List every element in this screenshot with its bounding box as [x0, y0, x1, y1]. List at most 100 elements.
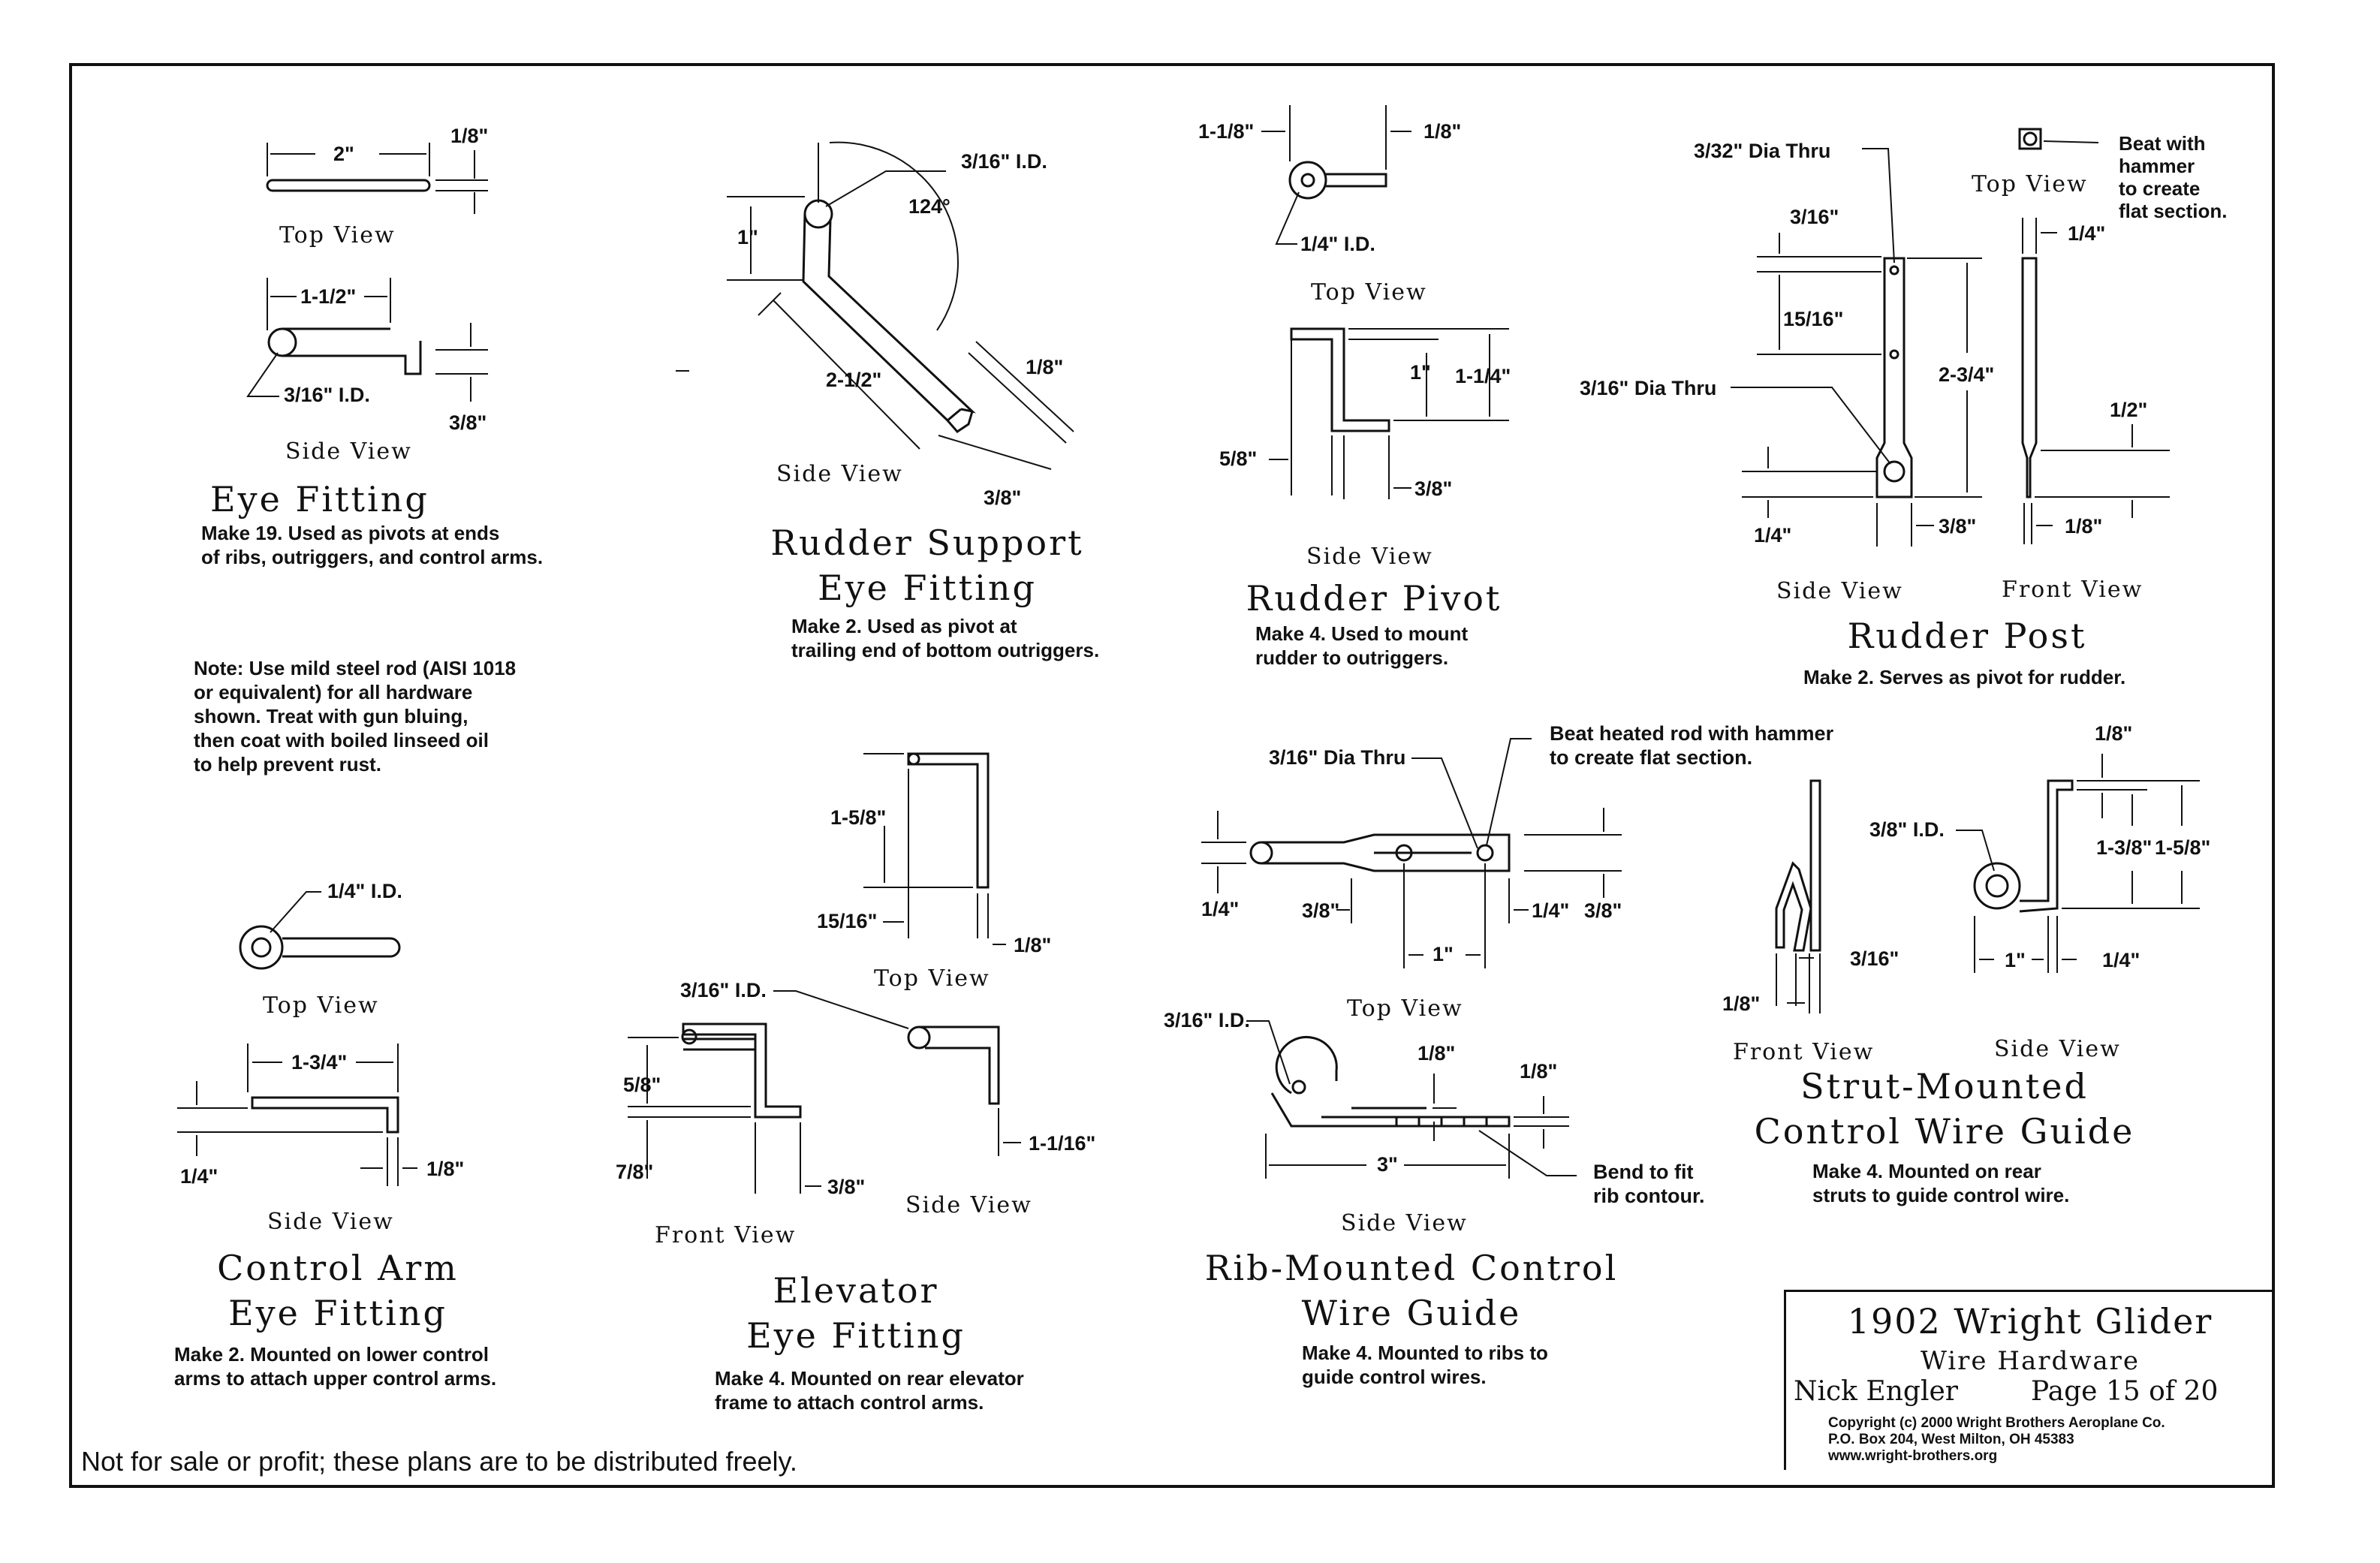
rudder-pivot-top-view-label: Top View: [1311, 279, 1427, 306]
rudder-support-drawing: 124° 3/16" I.D. 1" 2-1/2" 1/8" 3/8": [676, 141, 1074, 509]
eye-fitting-dim-length: 2": [333, 143, 354, 165]
rib-guide-dim-bend-2: rib contour.: [1593, 1185, 1705, 1207]
rudder-post-dim-spacing: 15/16": [1783, 308, 1843, 330]
rudder-pivot-dim-leg: 3/8": [1414, 477, 1452, 500]
rudder-post-note: Make 2. Serves as pivot for rudder.: [1803, 666, 2126, 688]
elevator-dim-offset: 15/16": [817, 910, 877, 932]
rudder-pivot-dim-eye: 1-1/8": [1198, 120, 1254, 143]
elevator-drawing: 1-5/8" 15/16" 1/8" 5/8" 7/8" 3/8" 3/16" …: [616, 752, 1095, 1198]
footer-disclaimer: Not for sale or profit; these plans are …: [81, 1446, 797, 1477]
rudder-pivot-dim-total: 1-1/4": [1455, 365, 1511, 387]
rib-guide-dim-id: 3/16" I.D.: [1164, 1009, 1250, 1031]
rudder-support-dim-thick: 1/8": [1026, 356, 1063, 378]
strut-guide-front-view-label: Front View: [1733, 1039, 1875, 1065]
rib-guide-dim-hole: 3/16" Dia Thru: [1269, 746, 1405, 769]
elevator-dim-id: 3/16" I.D.: [680, 979, 767, 1001]
rib-guide-dim-beat-2: to create flat section.: [1550, 746, 1752, 769]
rib-guide-dim-gap1: 3/8": [1302, 899, 1339, 922]
title-block-sheet: Wire Hardware: [1920, 1346, 2140, 1376]
title-block-author: Nick Engler: [1794, 1376, 1958, 1407]
elevator-dim-thick: 1/8": [1014, 934, 1051, 956]
rudder-post-front-view-label: Front View: [2002, 577, 2144, 603]
rudder-post-dim-bottom: 1/4": [1754, 524, 1791, 547]
eye-fitting-side-view-label: Side View: [285, 438, 412, 465]
rudder-pivot-dim-id: 1/4" I.D.: [1300, 233, 1375, 255]
eye-fitting-drawing: 2" 1/8" 1-1/2" 3/16" I.D. 3/8": [246, 125, 488, 434]
strut-guide-dim-gap: 3/16": [1850, 947, 1899, 970]
title-block-project: 1902 Wright Glider: [1847, 1301, 2213, 1342]
rudder-post-title: Rudder Post: [1847, 616, 2087, 656]
elevator-side-view-label: Side View: [905, 1192, 1032, 1218]
rudder-post-side-view-label: Side View: [1776, 578, 1903, 604]
control-arm-dim-length: 1-3/4": [291, 1051, 347, 1074]
strut-guide-dim-top: 1/8": [2095, 722, 2132, 745]
rudder-support-side-view-label: Side View: [776, 461, 903, 487]
eye-fitting-dim-thick: 1/8": [450, 125, 488, 147]
rudder-post-top-view-label: Top View: [1972, 171, 2088, 197]
control-arm-dim-thick: 1/8": [426, 1158, 464, 1180]
strut-guide-dim-h1: 1-3/8": [2096, 836, 2152, 859]
rib-guide-drawing: 3/16" Dia Thru Beat heated rod with hamm…: [1164, 722, 1834, 1207]
rudder-support-dim-id: 3/16" I.D.: [961, 150, 1047, 173]
rudder-pivot-title: Rudder Pivot: [1246, 578, 1502, 619]
eye-fitting-dim-height: 3/8": [449, 411, 487, 434]
rudder-pivot-dim-thick: 1/8": [1423, 120, 1461, 143]
rib-guide-dim-width: 1/4": [1201, 898, 1239, 920]
control-arm-dim-height: 1/4": [180, 1165, 218, 1188]
drawing-border: [69, 63, 2275, 1488]
control-arm-top-view-label: Top View: [263, 992, 379, 1019]
rudder-pivot-drawing: 1-1/8" 1/8" 1/4" I.D. 1" 1-1/4" 5/8" 3/8…: [1198, 105, 1511, 500]
rudder-support-dim-length: 2-1/2": [826, 369, 881, 391]
rudder-post-dim-hole-small: 3/32" Dia Thru: [1694, 140, 1830, 162]
title-block-credits: Copyright (c) 2000 Wright Brothers Aerop…: [1828, 1415, 2165, 1464]
elevator-dim-foot: 3/8": [827, 1176, 865, 1198]
elevator-dim-height: 1-5/8": [830, 806, 886, 829]
rudder-post-dim-hole-large: 3/16" Dia Thru: [1580, 377, 1716, 399]
elevator-top-view-label: Top View: [874, 965, 990, 992]
rib-guide-dim-flat: 3/8": [1584, 899, 1622, 922]
eye-fitting-dim-id: 3/16" I.D.: [284, 384, 370, 406]
rudder-pivot-side-view-label: Side View: [1306, 544, 1433, 570]
control-arm-drawing: 1/4" I.D. 1-3/4" 1/4" 1/8": [177, 880, 464, 1188]
rib-guide-top-view-label: Top View: [1347, 995, 1463, 1022]
strut-guide-side-view-label: Side View: [1994, 1036, 2121, 1062]
rib-guide-dim-end: 1/4": [1532, 899, 1569, 922]
elevator-dim-drop: 7/8": [616, 1161, 653, 1183]
rib-guide-dim-thick2: 1/8": [1520, 1060, 1557, 1083]
rudder-support-dim-bottom: 3/8": [984, 486, 1021, 509]
strut-guide-drawing: 3/16" 1/8" 3/8" I.D. 1/8" 1-3/8" 1-5/8" …: [1722, 722, 2210, 1015]
rib-guide-side-view-label: Side View: [1341, 1210, 1468, 1236]
strut-guide-dim-thick: 1/8": [1722, 992, 1760, 1015]
rib-guide-dim-beat-1: Beat heated rod with hammer: [1550, 722, 1834, 745]
rudder-post-dim-front-flat: 1/2": [2110, 399, 2147, 421]
elevator-dim-rise: 5/8": [623, 1074, 661, 1096]
elevator-front-view-label: Front View: [655, 1222, 797, 1248]
strut-guide-dim-h2: 1-5/8": [2155, 836, 2210, 859]
rudder-post-dim-flat: 1/8": [2065, 515, 2102, 538]
eye-fitting-top-view-label: Top View: [279, 222, 396, 248]
rudder-post-dim-length: 2-3/4": [1939, 363, 1994, 386]
rudder-pivot-dim-rise: 1": [1410, 361, 1431, 384]
elevator-dim-side: 1-1/16": [1029, 1132, 1095, 1155]
strut-guide-dim-width: 1": [2005, 949, 2026, 971]
title-block: 1902 Wright Glider Wire Hardware Nick En…: [1784, 1290, 2272, 1470]
rudder-post-dim-top-gap: 3/16": [1790, 206, 1839, 228]
rib-guide-dim-length: 3": [1377, 1153, 1398, 1176]
eye-fitting-dim-bend: 1-1/2": [300, 285, 356, 308]
control-arm-dim-id: 1/4" I.D.: [327, 880, 402, 902]
title-block-page: Page 15 of 20: [2031, 1376, 2219, 1407]
